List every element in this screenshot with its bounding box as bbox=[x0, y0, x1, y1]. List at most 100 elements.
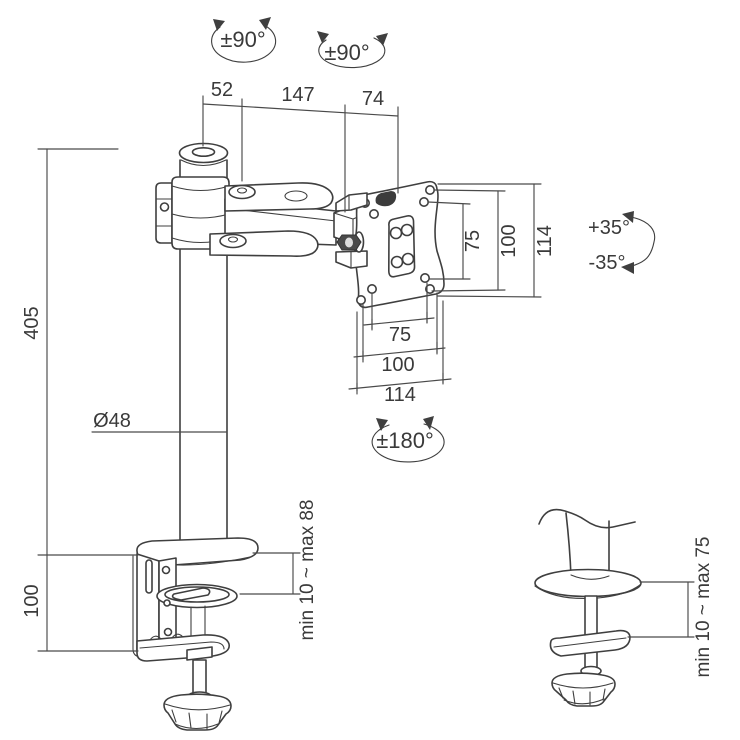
clamp-knob-ribs bbox=[171, 709, 223, 730]
pole-collar bbox=[155, 176, 230, 250]
dim-100-left-label: 100 bbox=[21, 584, 43, 617]
collar-bracket bbox=[155, 182, 173, 244]
rotation-pole-arrow-left bbox=[213, 19, 225, 31]
vesa-hole-inner-bl bbox=[366, 283, 377, 294]
tilt-arrow-down bbox=[621, 262, 634, 274]
dim-grommet-range: min 10 ~ max 75 bbox=[627, 537, 714, 678]
clamp-lower-arm-bumps bbox=[149, 633, 184, 641]
tilt-screw-shine bbox=[345, 237, 353, 248]
dim-v100-label: 100 bbox=[498, 224, 520, 257]
clamp-screw-shaft bbox=[192, 659, 207, 696]
collar-bolt-hole bbox=[159, 202, 170, 212]
grommet-knob bbox=[551, 672, 616, 707]
rotation-arm-arc bbox=[318, 37, 386, 69]
dim-v114-label: 114 bbox=[534, 225, 556, 257]
dim-74-label: 74 bbox=[362, 88, 384, 110]
grommet-screw-shaft bbox=[584, 595, 598, 669]
dim-diameter-label: Ø48 bbox=[93, 410, 131, 432]
tilt-joint bbox=[335, 192, 368, 269]
pole-cap-hole-depth bbox=[192, 152, 215, 157]
tilt-arc bbox=[630, 216, 656, 267]
vesa-hole-inner-br bbox=[419, 272, 430, 283]
grommet-knob-ribs bbox=[558, 687, 606, 706]
rotation-arm-swivel: ±90° bbox=[317, 31, 388, 69]
arm-top-boss-hole bbox=[236, 187, 248, 194]
clamp-knob-bottom bbox=[174, 723, 219, 730]
dim-clamp-range: min 10 ~ max 88 bbox=[239, 500, 318, 641]
dim-left-extensions bbox=[37, 148, 139, 652]
rotation-tilt: +35° -35° bbox=[588, 211, 656, 274]
clamp-wall-hole-1 bbox=[161, 565, 171, 575]
dim-height-405: 405 100 bbox=[21, 148, 139, 652]
vesa-hole-inner-tr bbox=[418, 197, 429, 208]
vesa-plate bbox=[354, 180, 445, 309]
tilt-arrow-up bbox=[622, 211, 634, 223]
dim-vesa-right: 75 100 114 bbox=[427, 183, 556, 298]
rotation-vesa: ±180° bbox=[371, 416, 445, 463]
clamp-screw-upper bbox=[190, 605, 206, 637]
rotation-vesa-arrow-left bbox=[376, 418, 388, 431]
grommet-lower-bar-edge bbox=[553, 637, 627, 648]
grommet-knob-body bbox=[551, 672, 616, 707]
clamp-wall-slot bbox=[145, 559, 153, 594]
grommet-knob-bottom bbox=[563, 698, 605, 705]
rotation-arm-arrow-right bbox=[376, 33, 388, 46]
clamp-pad-top bbox=[171, 587, 211, 601]
dim-grommet-range-label: min 10 ~ max 75 bbox=[693, 537, 714, 678]
rotation-pole-arc bbox=[211, 24, 277, 63]
dim-h114-label: 114 bbox=[384, 384, 416, 406]
grommet-desk-plate-lip bbox=[534, 583, 642, 599]
clamp-knob bbox=[163, 693, 232, 731]
quick-release-hole-2 bbox=[400, 223, 414, 237]
grommet-mount-detail bbox=[534, 508, 642, 707]
clamp-knob-body bbox=[163, 693, 232, 731]
rotation-arm-arrow-left bbox=[317, 31, 329, 43]
clamp-lower-arm-edge bbox=[139, 641, 225, 650]
tilt-up-label: +35° bbox=[588, 217, 630, 239]
rotation-arm-label: ±90° bbox=[324, 40, 369, 65]
dim-clamp-range-label: min 10 ~ max 88 bbox=[297, 500, 318, 641]
swivel-arm bbox=[209, 182, 393, 257]
desk-clamp bbox=[132, 537, 259, 731]
arm-bottom-boss-hole bbox=[227, 236, 239, 243]
rotation-pole-swivel: ±90° bbox=[211, 17, 277, 63]
dim-405-label: 405 bbox=[21, 306, 43, 339]
vesa-hole-inner-tl bbox=[368, 209, 379, 220]
clamp-screw-nut bbox=[186, 646, 213, 661]
rotation-pole-arrow-right bbox=[259, 17, 271, 30]
rotation-vesa-label: ±180° bbox=[376, 428, 434, 453]
release-tab bbox=[375, 191, 397, 207]
dim-vesa-bottom-extensions bbox=[356, 282, 444, 392]
collar-bracket-notches bbox=[155, 198, 173, 227]
grommet-pole-base bbox=[570, 574, 610, 580]
rotation-pole-label: ±90° bbox=[220, 27, 265, 52]
dim-clamp-range-lines bbox=[239, 552, 301, 595]
dim-vesa-right-ext-114 bbox=[436, 183, 542, 298]
dim-top: 52 147 74 bbox=[202, 79, 399, 213]
clamp-knob-rim bbox=[164, 703, 231, 711]
clamp-wall-hole-2 bbox=[163, 627, 173, 637]
vesa-screw-holes bbox=[355, 185, 435, 305]
dim-pole-diameter: Ø48 bbox=[91, 410, 228, 433]
quick-release-hole-4 bbox=[401, 252, 415, 266]
vesa-hole-outer-bl bbox=[355, 294, 366, 305]
rotation-vesa-arrow-right bbox=[423, 416, 434, 430]
clamp-pad-screw bbox=[163, 599, 171, 607]
grommet-knob-rim bbox=[552, 682, 614, 689]
quick-release-hole-1 bbox=[389, 226, 403, 240]
dim-top-line bbox=[202, 103, 399, 117]
dim-h100-label: 100 bbox=[381, 354, 414, 376]
pole-cap-rim bbox=[180, 159, 227, 167]
arm-bottom-boss bbox=[219, 233, 247, 249]
dim-147-label: 147 bbox=[281, 84, 314, 106]
vesa-hole-outer-tr bbox=[424, 185, 435, 196]
tilt-down-label: -35° bbox=[589, 252, 626, 274]
arm-top-boss bbox=[228, 184, 256, 200]
dim-vesa-bottom-lines bbox=[348, 317, 452, 390]
dim-vesa-right-ext-100 bbox=[431, 189, 506, 292]
dim-top-extensions bbox=[202, 95, 399, 213]
dim-h75-label: 75 bbox=[389, 324, 411, 346]
rotation-vesa-arc bbox=[371, 423, 445, 463]
dim-grommet-range-lines bbox=[627, 581, 695, 638]
